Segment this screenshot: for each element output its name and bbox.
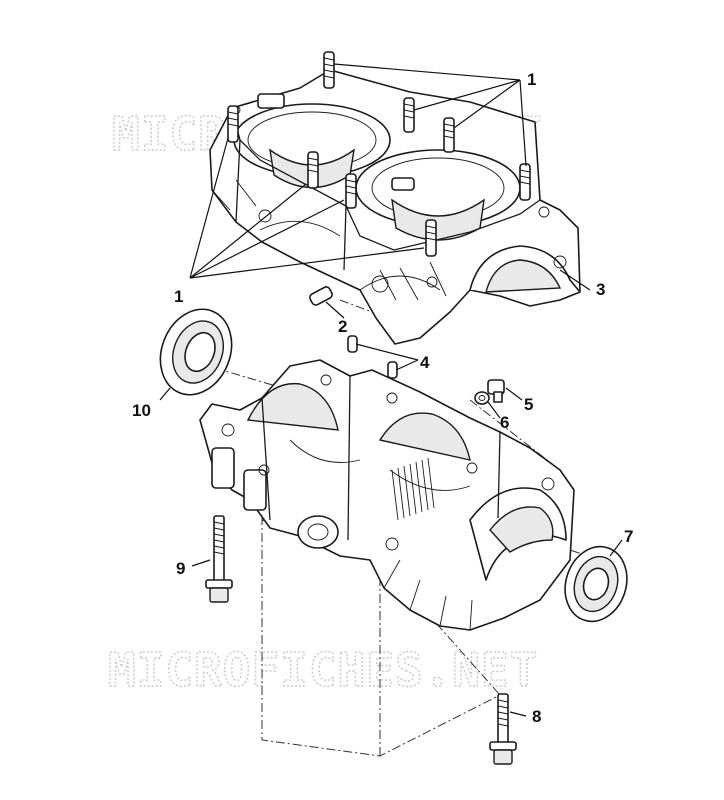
plug-screw (487, 379, 505, 403)
callout-5: 5 (524, 395, 533, 414)
callout-10: 10 (132, 401, 151, 420)
callout-8: 8 (532, 707, 541, 726)
stud (403, 97, 415, 133)
callout-1-left: 1 (174, 287, 183, 306)
leader-lines (159, 63, 623, 717)
callout-7: 7 (624, 527, 633, 546)
callout-9: 9 (176, 559, 185, 578)
stud (307, 151, 319, 189)
bolt-short (489, 693, 517, 765)
stud (443, 117, 455, 153)
stud (519, 163, 531, 201)
stud (425, 219, 437, 257)
callout-6: 6 (500, 413, 509, 432)
callout-2: 2 (338, 317, 347, 336)
pin (309, 286, 333, 306)
stud (345, 173, 357, 209)
upper-crankcase (209, 69, 581, 345)
bolt-long (205, 515, 233, 603)
watermark-bottom: MICROFICHES.NET (108, 643, 538, 697)
stud (227, 105, 239, 143)
stud (323, 51, 335, 89)
callout-1-top: 1 (527, 70, 536, 89)
washer (474, 391, 490, 405)
oil-seal-left (159, 308, 233, 396)
lower-crankcase (199, 359, 575, 631)
cylinder-studs (227, 51, 531, 257)
oil-seal-right (564, 545, 628, 623)
callout-3: 3 (596, 280, 605, 299)
callout-4: 4 (420, 353, 430, 372)
